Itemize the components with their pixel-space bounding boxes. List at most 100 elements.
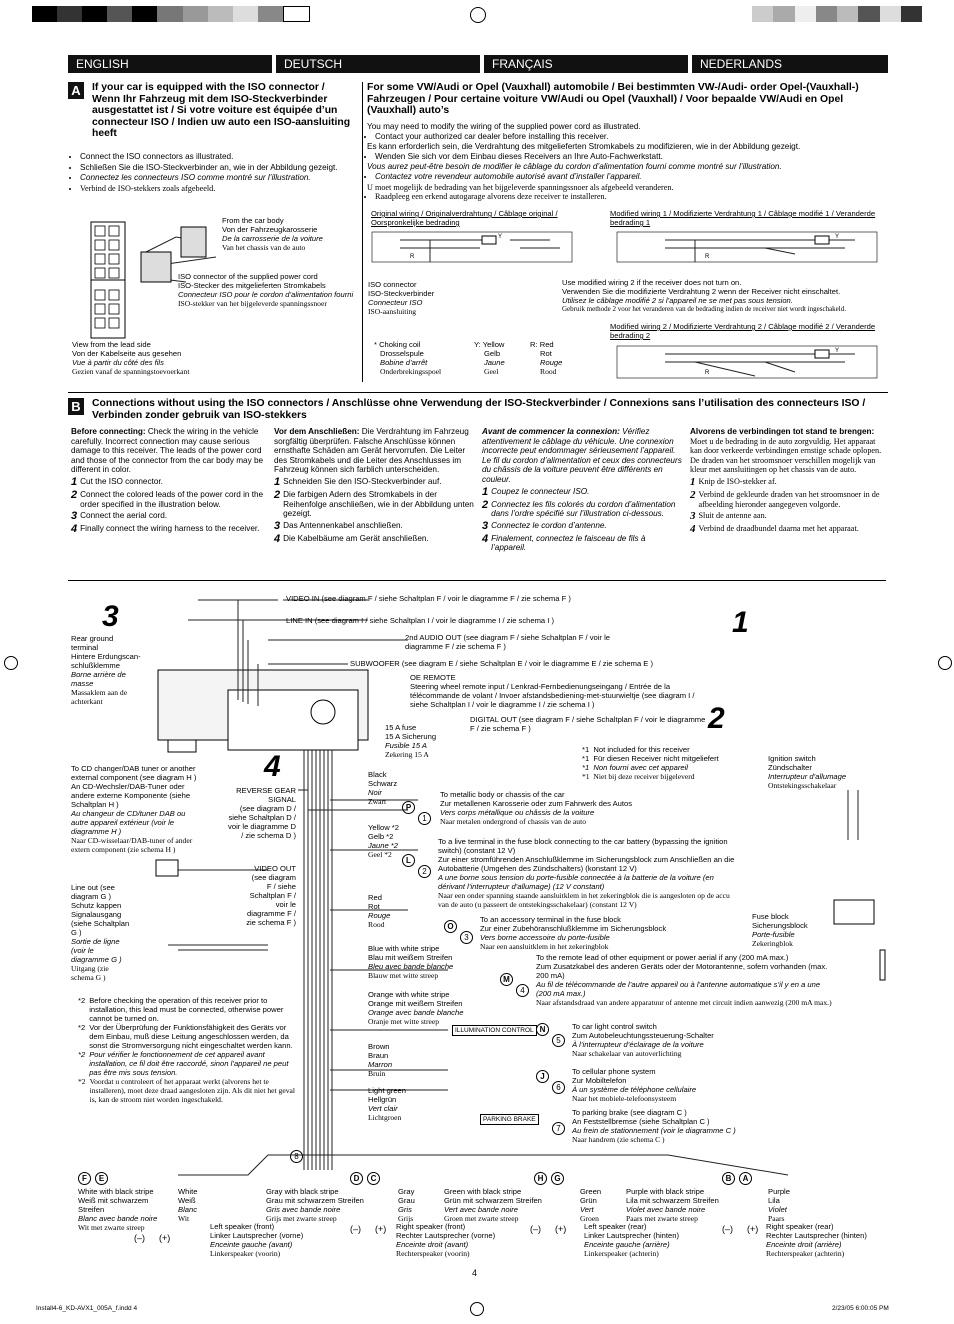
speaker-left-rear-label: Left speaker (rear)Linker Lautsprecher (…	[584, 1222, 679, 1258]
reverse-gear-label: REVERSE GEAR SIGNAL(see diagram D / sieh…	[228, 786, 296, 840]
wire-letter-m: M	[500, 969, 513, 987]
lang-deutsch: DEUTSCH	[276, 55, 480, 73]
wire-letter-o: O	[444, 916, 457, 934]
lang-francais: FRANÇAIS	[484, 55, 688, 73]
line-in-label: LINE IN (see diagram I / siehe Schaltpla…	[286, 616, 554, 625]
section-b-col-nl: Alvorens de verbindingen tot stand te br…	[690, 427, 882, 536]
svg-text:R: R	[705, 370, 710, 376]
wire-num-5: 5	[552, 1030, 565, 1048]
wire-letter-n: N	[536, 1019, 549, 1037]
audio-out-label: 2nd AUDIO OUT (see diagram F / siehe Sch…	[405, 633, 610, 651]
wire-num-1: 1	[418, 808, 431, 826]
registration-mark-right-icon	[938, 656, 952, 670]
video-in-label: VIDEO IN (see diagram F / siehe Schaltpl…	[286, 594, 571, 603]
use-modified-note: Use modified wiring 2 if the receiver do…	[562, 278, 846, 313]
wire-dest-light-green: To parking brake (see diagram C )An Fest…	[572, 1108, 736, 1144]
section-b-col-en: Before connecting: Check the wiring in t…	[71, 427, 264, 536]
section-b-col-fr: Avant de commencer la connexion: Vérifie…	[482, 427, 682, 553]
wiring-harness-drawing	[155, 599, 886, 1176]
svg-text:R: R	[410, 254, 415, 260]
svg-text:Y: Y	[498, 234, 502, 240]
wire-letter-l: L	[402, 850, 415, 868]
wire-letter-j: J	[536, 1066, 549, 1084]
speaker-right-rear-label: Right speaker (rear)Rechter Lautsprecher…	[766, 1222, 867, 1258]
footer-left: Install4-6_KD-AVX1_005A_f.indd 4	[36, 1305, 138, 1312]
wire-num-6: 6	[552, 1077, 565, 1095]
modified-1-label: Modified wiring 1 / Modifizierte Verdrah…	[610, 209, 876, 227]
section-a-bullets: Connect the ISO connectors as illustrate…	[72, 152, 358, 194]
registration-mark-top-icon	[470, 7, 486, 23]
wire-letter-p: P	[402, 797, 415, 815]
video-out-label: VIDEO OUT(see diagram F / siehe Schaltpl…	[246, 864, 296, 927]
svg-text:R: R	[705, 254, 710, 260]
section-a-badge: A	[68, 82, 84, 99]
line-out-label: Line out (see diagram G )Schutz kappen S…	[71, 883, 130, 982]
svg-text:Y: Y	[835, 234, 839, 240]
vw-paragraphs: You may need to modify the wiring of the…	[367, 122, 887, 203]
section-divider-ab	[68, 392, 888, 393]
color-bar-left	[32, 6, 311, 22]
wire-dest-yellow: To a live terminal in the fuse block con…	[438, 837, 735, 909]
wire-num-4: 4	[516, 980, 529, 998]
digital-out-label: DIGITAL OUT (see diagram F / siehe Schal…	[470, 715, 706, 733]
iso-connector-drawing	[90, 221, 217, 339]
wiring-diagram-frame	[68, 580, 886, 1271]
illumination-control-tag: ILLUMINATION CONTROL	[452, 1025, 537, 1036]
speaker-right-front-label: Right speaker (front)Rechter Lautspreche…	[396, 1222, 496, 1258]
registration-mark-bottom-icon	[470, 1302, 484, 1316]
iso-supplied-label: ISO connector of the supplied power cord…	[178, 272, 354, 308]
modified-1-drawing: YR	[616, 231, 878, 263]
original-wiring-label: Original wiring / Originalverdrahtung / …	[371, 209, 558, 227]
page-number: 4	[472, 1268, 478, 1278]
diagram-step-1: 1	[732, 606, 749, 639]
notes-not-included: *1 Not included for this receiver *1 Für…	[582, 745, 719, 781]
lang-english: ENGLISH	[68, 55, 272, 73]
speaker-left-front-label: Left speaker (front)Linker Lautsprecher …	[210, 1222, 304, 1258]
wire-num-3: 3	[460, 927, 473, 945]
section-b-col-de: Vor dem Anschließen: Die Verdrahtung im …	[274, 427, 474, 545]
subwoofer-label: SUBWOOFER (see diagram E / siehe Schaltp…	[350, 659, 654, 668]
wire-dest-red: To an accessory terminal in the fuse blo…	[480, 915, 667, 951]
footer-right: 2/23/05 6:00:05 PM	[832, 1305, 889, 1312]
vw-title: For some VW/Audi or Opel (Vauxhall) auto…	[367, 82, 859, 117]
parking-brake-tag: PARKING BRAKE	[480, 1114, 539, 1125]
original-wiring-drawing: YR	[371, 231, 573, 263]
wire-dest-blue-white: To the remote lead of other equipment or…	[536, 953, 832, 1007]
lang-nederlands: NEDERLANDS	[692, 55, 888, 73]
svg-text:Y: Y	[835, 348, 839, 354]
modified-2-drawing: YR	[616, 345, 878, 379]
section-a-title: If your car is equipped with the ISO con…	[92, 82, 351, 140]
section-b-title: Connections without using the ISO connec…	[92, 398, 866, 421]
cd-changer-label: To CD changer/DAB tuner or another exter…	[71, 764, 197, 854]
diagram-step-4: 4	[264, 750, 281, 783]
section-b-badge: B	[68, 398, 84, 415]
circle-8-marker: 8	[290, 1146, 303, 1164]
wire-num-7: 7	[552, 1118, 565, 1136]
diagram-step-2: 2	[708, 702, 725, 735]
diagram-step-3: 3	[102, 600, 119, 633]
